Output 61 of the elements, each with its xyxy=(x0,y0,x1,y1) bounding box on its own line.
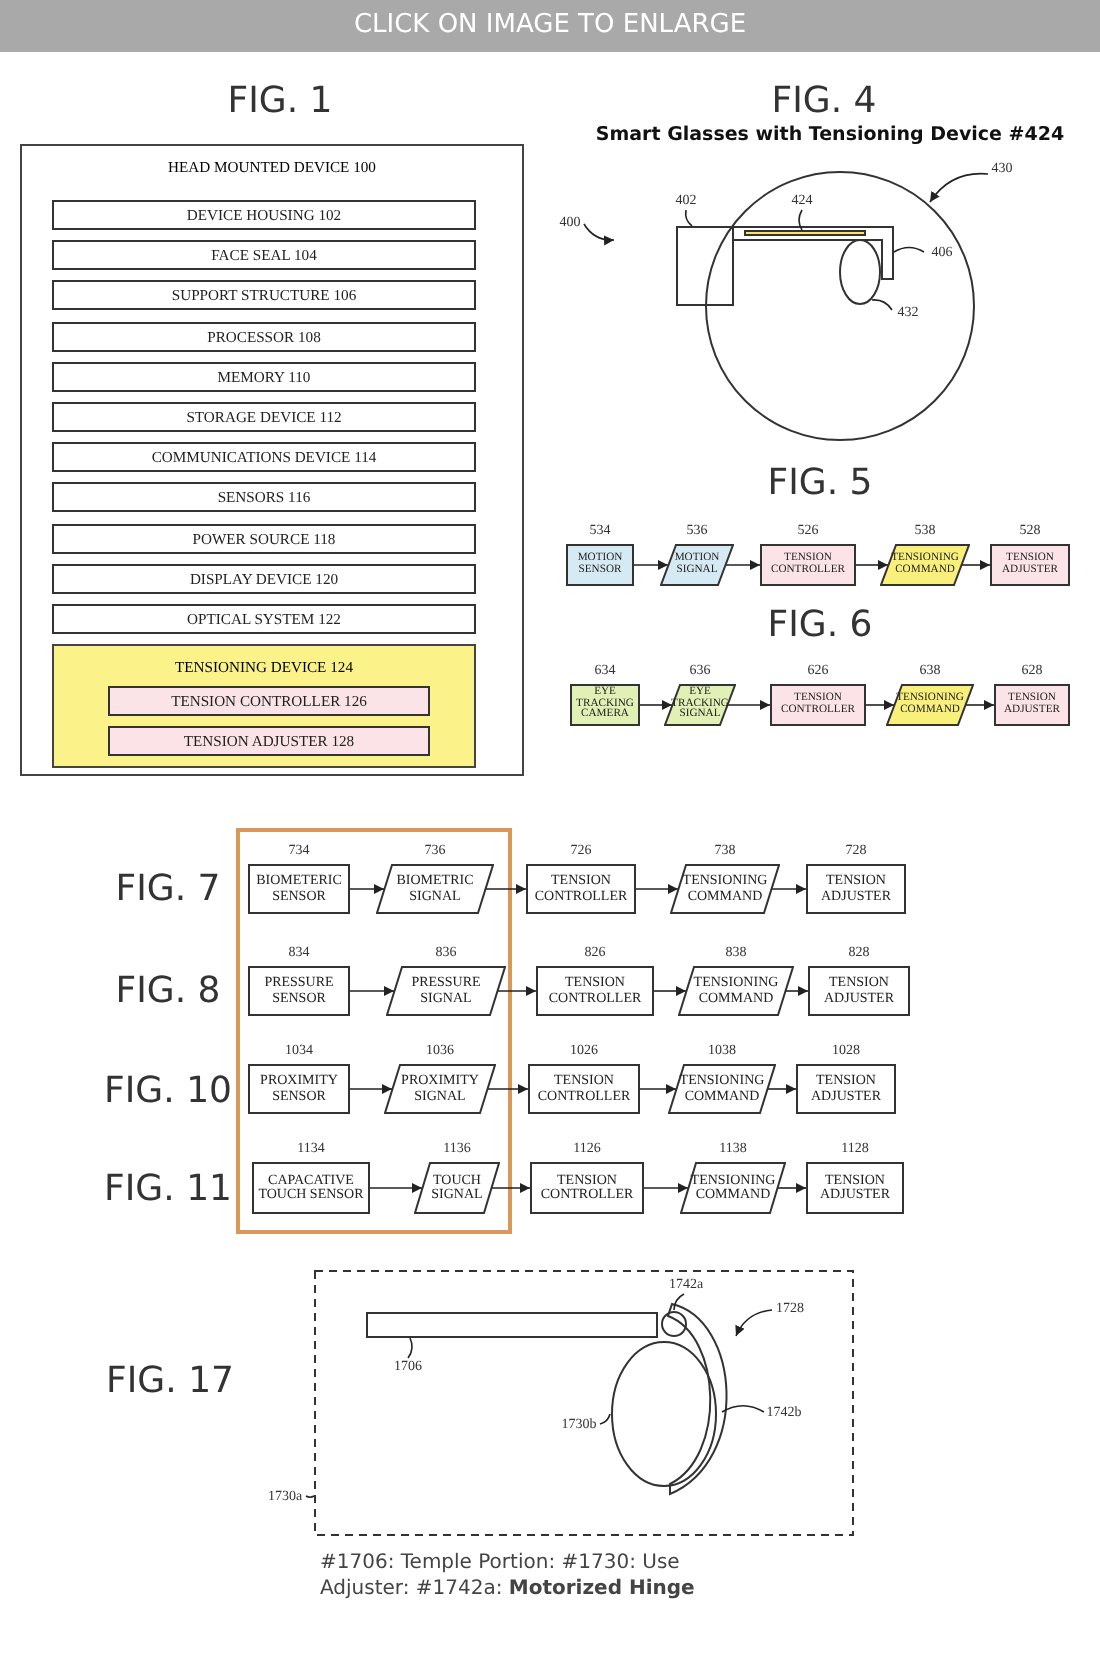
figure-label: FIG. 8 xyxy=(113,970,223,1014)
arrow xyxy=(583,223,615,246)
ellipse-outline xyxy=(610,1340,718,1488)
figure-label: FIG. 4 xyxy=(769,80,879,124)
arrow xyxy=(633,560,669,570)
leader-line xyxy=(893,246,925,253)
figure-label: FIG. 11 xyxy=(102,1168,234,1212)
arrow xyxy=(735,1309,773,1337)
figure-subtitle: Smart Glasses with Tensioning Device #424 xyxy=(593,124,1067,148)
arrow xyxy=(785,986,809,996)
figure-label: FIG. 5 xyxy=(765,462,875,506)
leader-line xyxy=(407,1337,413,1359)
arrow xyxy=(653,986,687,996)
leader-line xyxy=(871,299,893,311)
arrow xyxy=(635,884,679,894)
figure-label: FIG. 6 xyxy=(765,604,875,648)
arrow xyxy=(777,1183,807,1193)
hinge-circle xyxy=(660,1310,688,1338)
temple-bar xyxy=(366,1312,658,1338)
leader-line xyxy=(684,209,693,227)
arrow xyxy=(485,884,527,894)
circle-outline xyxy=(704,170,976,442)
arrow xyxy=(487,1084,529,1094)
banner: CLICK ON IMAGE TO ENLARGE xyxy=(0,0,1100,52)
figure-label: FIG. 7 xyxy=(113,868,223,912)
figure-label: FIG. 17 xyxy=(104,1360,236,1404)
arrow xyxy=(369,1183,423,1193)
leader-line xyxy=(798,209,803,231)
ellipse-outline xyxy=(838,238,882,306)
caption-text: #1706: Temple Portion: #1730: Use xyxy=(320,1552,682,1574)
arrow xyxy=(767,1084,797,1094)
arrow xyxy=(491,1183,531,1193)
frame-block xyxy=(676,226,734,306)
tensioning-strip xyxy=(744,230,866,236)
leader-line xyxy=(599,1413,611,1425)
leader-line xyxy=(721,1404,765,1413)
figure-label: FIG. 1 xyxy=(225,80,335,124)
figure-label: FIG. 10 xyxy=(102,1070,234,1114)
arrow xyxy=(643,1183,689,1193)
arrow xyxy=(965,700,995,710)
arrow xyxy=(349,986,395,996)
arrow xyxy=(855,560,889,570)
highlight-frame xyxy=(236,828,512,1234)
arrow xyxy=(497,986,537,996)
arrow xyxy=(349,1084,393,1094)
arrow xyxy=(349,884,385,894)
caption-text: Adjuster: #1742a: Motorized Hinge xyxy=(320,1578,697,1600)
leader-line xyxy=(673,1293,685,1311)
arrow xyxy=(725,560,761,570)
container-box xyxy=(20,144,524,776)
arrow xyxy=(639,700,673,710)
leader-line xyxy=(305,1495,315,1498)
temple-arm xyxy=(732,226,894,280)
dashed-frame xyxy=(314,1270,854,1536)
container-box xyxy=(52,644,476,768)
arrow xyxy=(929,172,989,203)
arrow xyxy=(865,700,895,710)
arrow xyxy=(727,700,771,710)
arrow xyxy=(771,884,807,894)
arrow xyxy=(639,1084,677,1094)
arrow xyxy=(961,560,991,570)
